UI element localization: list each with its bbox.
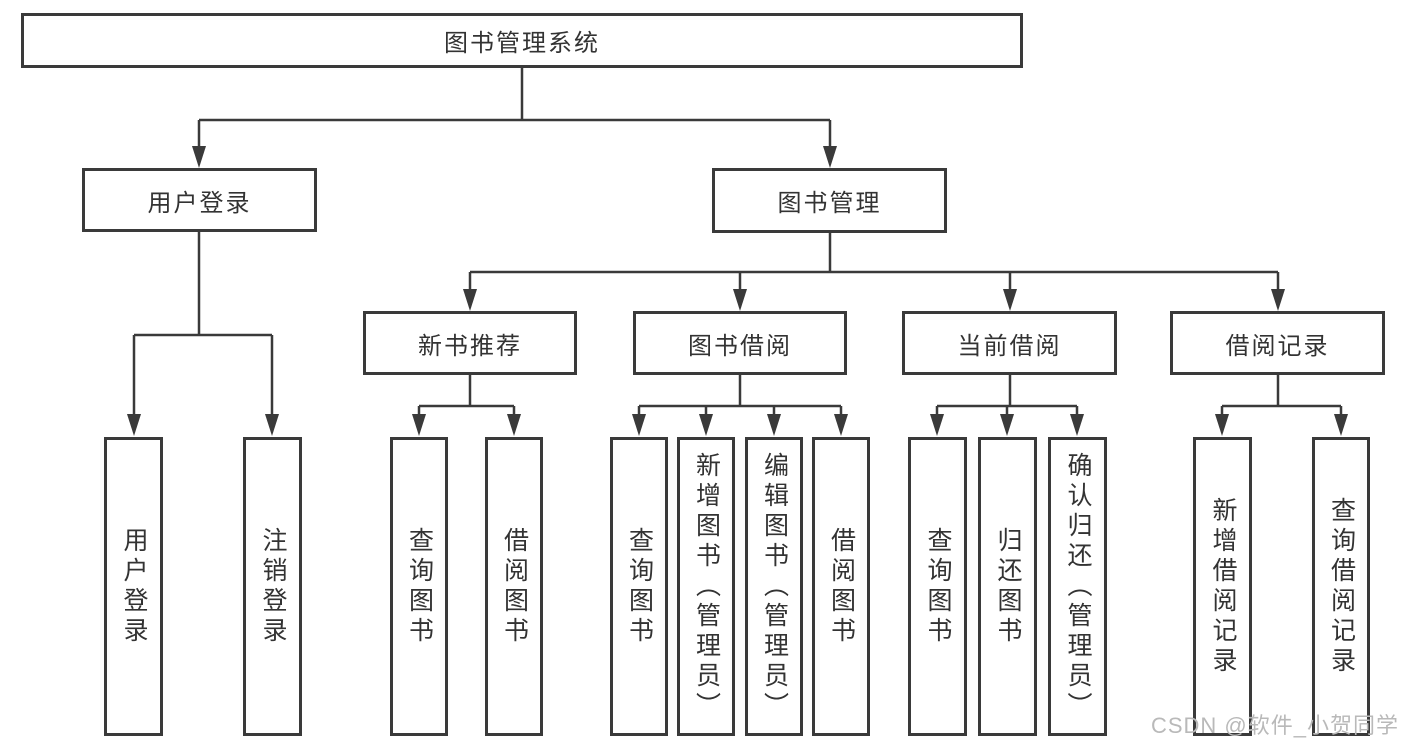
arrowhead	[412, 414, 426, 436]
leaf-borrow-books-recommend-label: 借阅图书	[500, 526, 529, 647]
leaf-confirm-return-admin: 确认归还（管理员）	[1048, 437, 1107, 736]
leaf-query-borrow-record: 查询借阅记录	[1312, 437, 1370, 736]
node-library-system: 图书管理系统	[21, 13, 1023, 68]
arrowhead	[733, 289, 747, 311]
arrowhead	[930, 414, 944, 436]
node-book-borrowing-label: 图书借阅	[688, 332, 792, 360]
arrowhead	[699, 414, 713, 436]
leaf-borrow-books-borrowing: 借阅图书	[812, 437, 870, 736]
arrowhead	[767, 414, 781, 436]
arrowhead	[632, 414, 646, 436]
arrowhead	[1003, 289, 1017, 311]
leaf-query-books-recommend: 查询图书	[390, 437, 448, 736]
arrowhead	[1271, 289, 1285, 311]
leaf-logout: 注销登录	[243, 437, 302, 736]
arrowhead	[1000, 414, 1014, 436]
node-user-login-label: 用户登录	[147, 189, 252, 217]
arrowhead	[507, 414, 521, 436]
arrowhead	[1070, 414, 1084, 436]
leaf-edit-books-admin: 编辑图书（管理员）	[745, 437, 803, 736]
leaf-return-books: 归还图书	[978, 437, 1037, 736]
leaf-user-login: 用户登录	[104, 437, 163, 736]
node-book-management: 图书管理	[712, 168, 947, 233]
leaf-logout-label: 注销登录	[259, 526, 287, 647]
leaf-query-borrow-record-label: 查询借阅记录	[1327, 496, 1356, 677]
leaf-query-books-recommend-label: 查询图书	[405, 526, 434, 647]
leaf-edit-books-admin-label: 编辑图书（管理员）	[760, 451, 789, 722]
node-user-login: 用户登录	[82, 168, 317, 232]
arrowhead	[265, 414, 279, 436]
arrowhead	[192, 146, 206, 168]
node-borrowing-records-label: 借阅记录	[1225, 332, 1330, 360]
leaf-add-books-admin-label: 新增图书（管理员）	[692, 451, 721, 722]
node-borrowing-records: 借阅记录	[1170, 311, 1385, 375]
leaf-query-books-borrowing: 查询图书	[610, 437, 668, 736]
node-new-book-recommendation: 新书推荐	[363, 311, 577, 375]
node-new-book-recommendation-label: 新书推荐	[418, 332, 522, 360]
node-library-system-label: 图书管理系统	[444, 30, 600, 57]
leaf-add-books-admin: 新增图书（管理员）	[677, 437, 735, 736]
node-book-borrowing: 图书借阅	[633, 311, 847, 375]
leaf-query-books-current: 查询图书	[908, 437, 967, 736]
arrowhead	[463, 289, 477, 311]
leaf-confirm-return-admin-label: 确认归还（管理员）	[1064, 451, 1092, 722]
arrowhead	[823, 146, 837, 168]
csdn-watermark: CSDN @软件_小贺同学	[1150, 713, 1399, 738]
node-current-borrowing: 当前借阅	[902, 311, 1117, 375]
node-book-management-label: 图书管理	[777, 190, 882, 217]
arrowhead	[1334, 414, 1348, 436]
arrowhead	[1215, 414, 1229, 436]
leaf-borrow-books-borrowing-label: 借阅图书	[827, 526, 856, 647]
leaf-borrow-books-recommend: 借阅图书	[485, 437, 543, 736]
leaf-add-borrow-record: 新增借阅记录	[1193, 437, 1252, 736]
arrowhead	[834, 414, 848, 436]
leaf-add-borrow-record-label: 新增借阅记录	[1209, 496, 1237, 677]
leaf-user-login-label: 用户登录	[120, 526, 148, 647]
leaf-return-books-label: 归还图书	[994, 526, 1022, 647]
leaf-query-books-borrowing-label: 查询图书	[625, 526, 654, 647]
leaf-query-books-current-label: 查询图书	[924, 526, 952, 647]
node-current-borrowing-label: 当前借阅	[957, 332, 1062, 360]
arrowhead	[127, 414, 141, 436]
